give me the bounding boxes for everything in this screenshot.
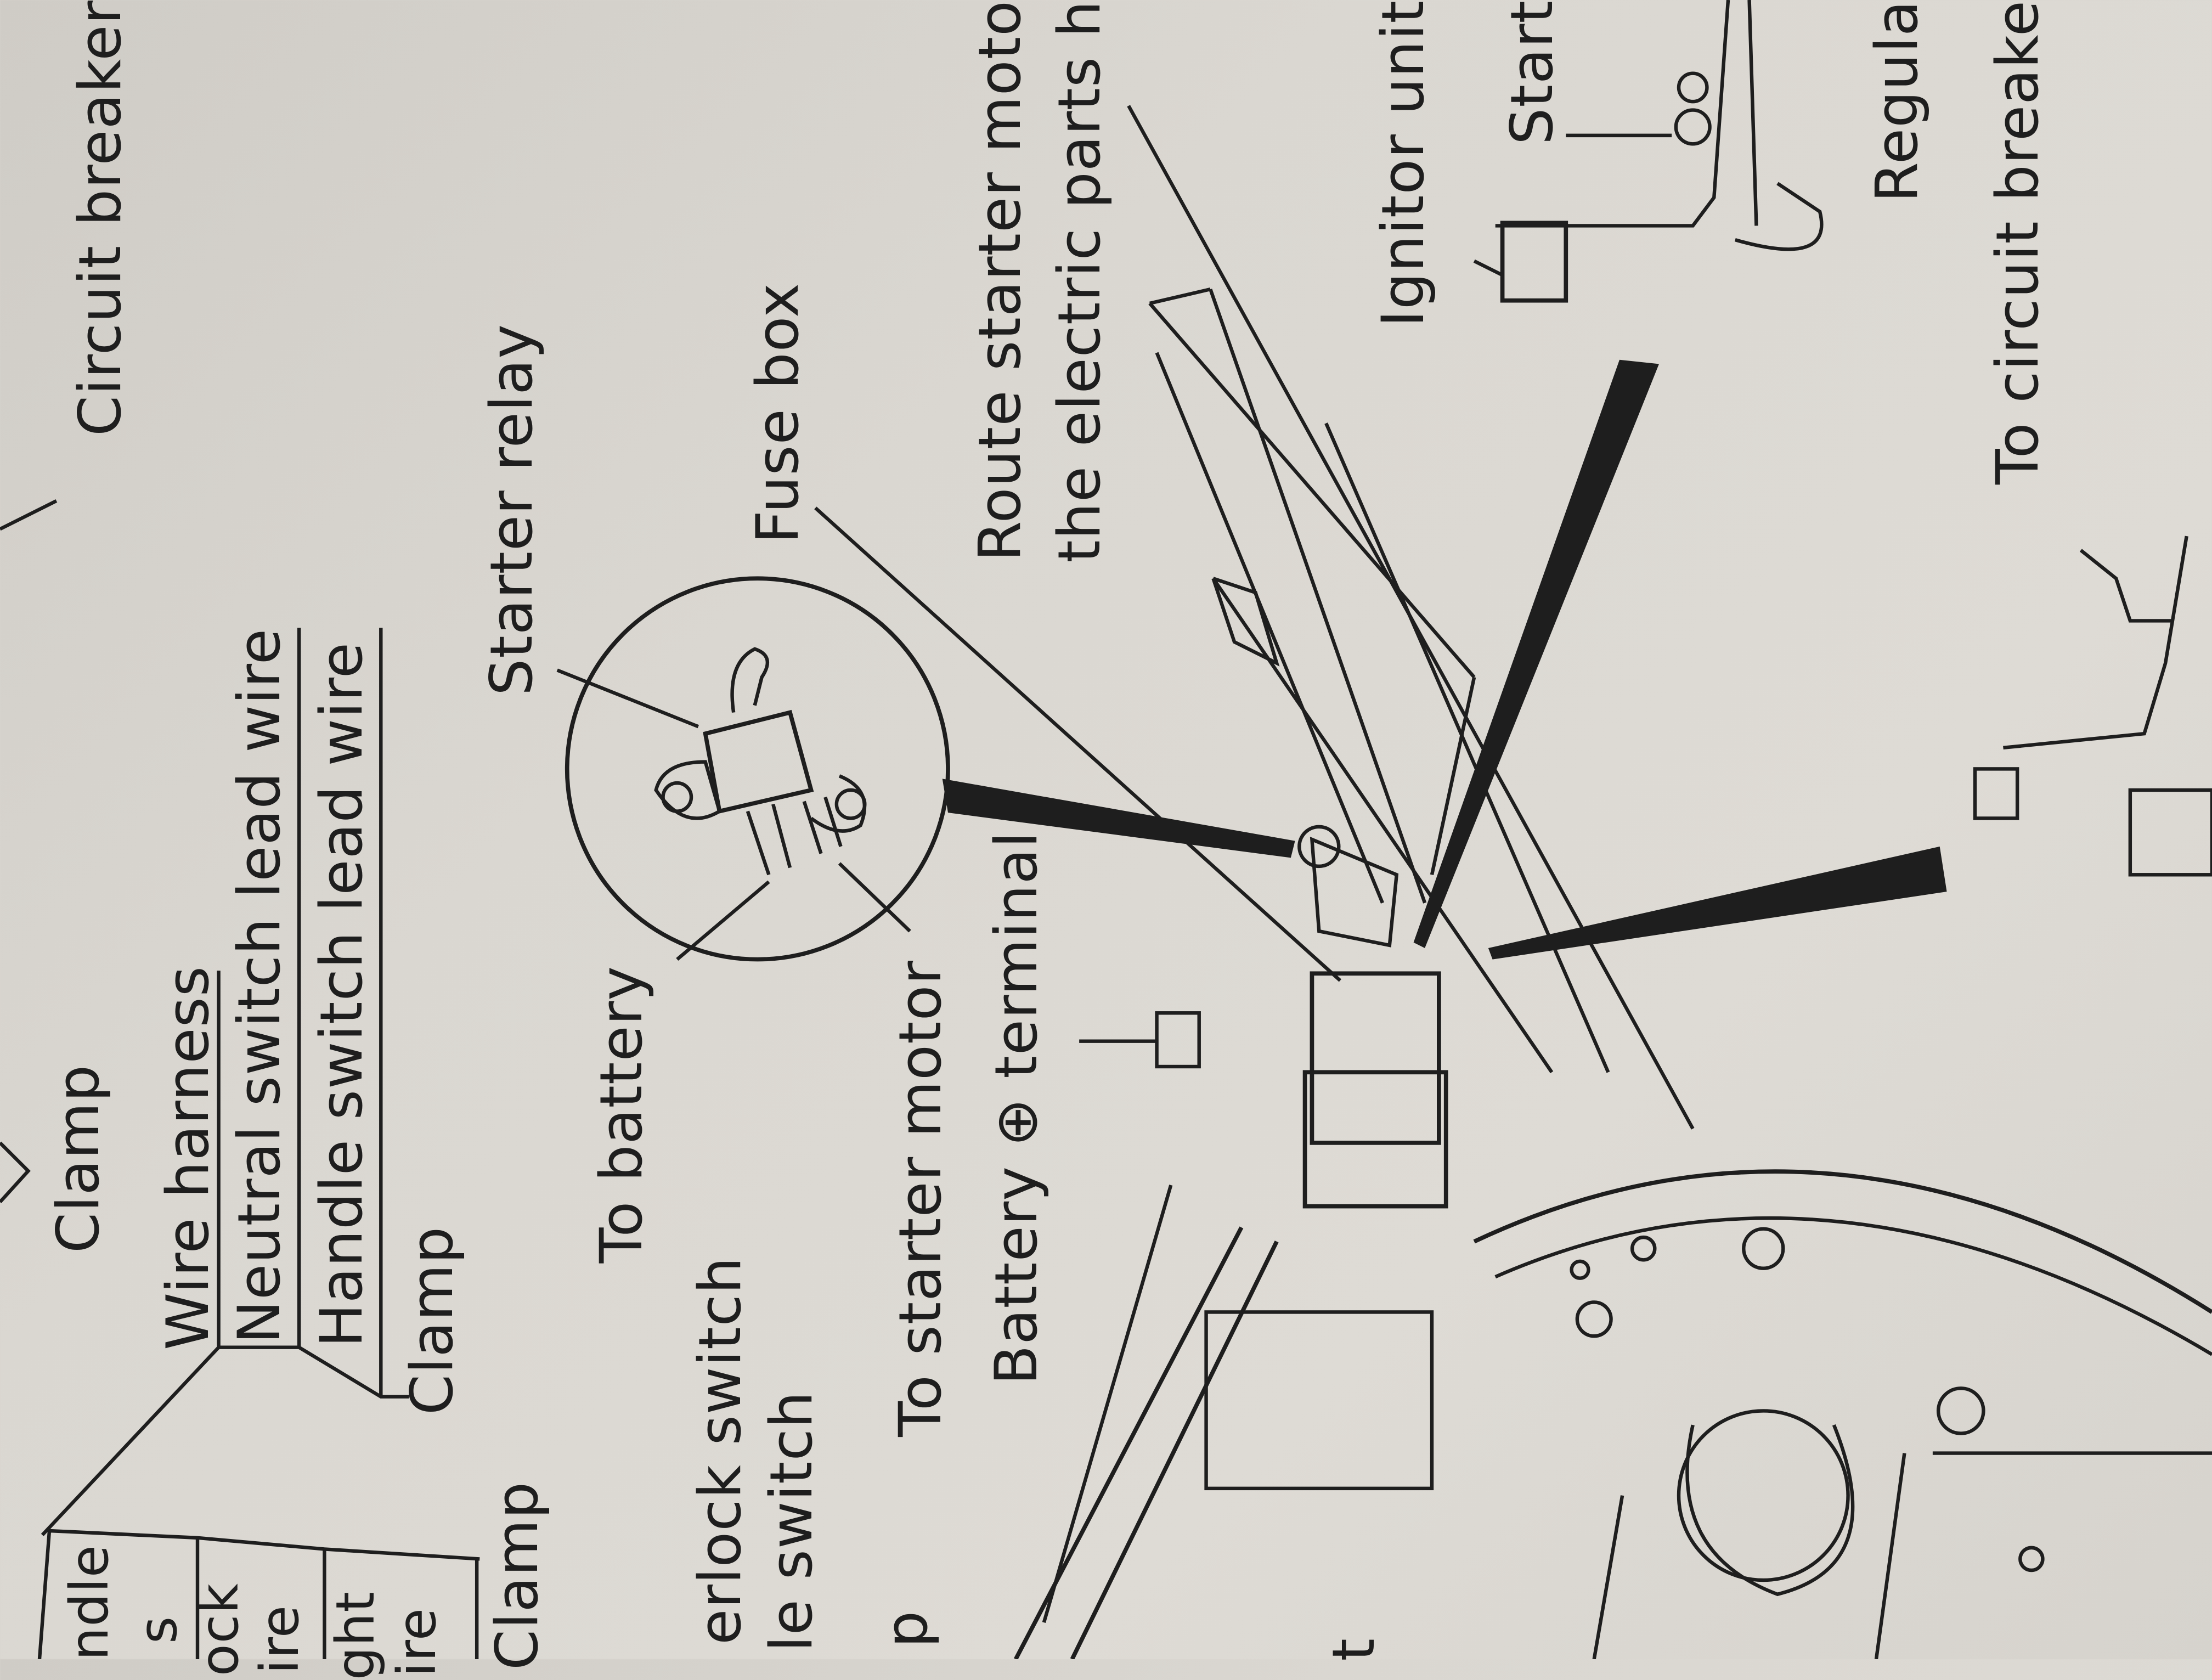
leader-line [0, 499, 58, 531]
table-row-text: ndle [59, 1544, 120, 1661]
label-fuse-box: Fuse box [744, 283, 811, 544]
label-to-circuit-breaker: To circuit breake [1984, 0, 2051, 484]
label-neutral-switch-lead-wire: Neutral switch lead wire [225, 628, 293, 1344]
label-to-starter-motor: To starter motor [887, 960, 954, 1437]
label-circuit-breaker: Circuit breaker [66, 0, 134, 436]
label-battery-terminal: Battery ⊕ terminal [983, 831, 1050, 1385]
label-partial-p: p [873, 1610, 940, 1648]
frame-arc [1473, 1169, 2212, 1314]
fuse-box-leader [814, 506, 1342, 982]
relay-detail-circle [565, 576, 950, 962]
fuse-pointer-wedge [1413, 359, 1659, 948]
label-route-line1: Route starter moto [966, 0, 1034, 562]
label-partial-t: t [1320, 1638, 1387, 1661]
circuit-pointer-wedge [1488, 846, 1947, 960]
table-row-text: ire [249, 1605, 311, 1675]
label-starter-partial: Start [1498, 0, 1566, 145]
table-row-text: ock [189, 1583, 250, 1677]
label-wire-harness: Wire harness [154, 966, 222, 1350]
starter-relay-detail-icon [654, 647, 867, 876]
label-interlock-switch-partial: erlock switch [686, 1256, 754, 1645]
label-starter-relay: Starter relay [478, 324, 545, 696]
ignitor-unit-box [1500, 221, 1568, 303]
label-regulator-partial: Regula [1863, 0, 1931, 202]
table-row-text: s [127, 1616, 189, 1644]
label-ignitor-unit: Ignitor unit [1369, 0, 1437, 328]
label-clamp-left: Clamp [483, 1481, 551, 1670]
label-clamp-top: Clamp [44, 1064, 112, 1253]
label-handle-switch-partial: le switch [758, 1391, 825, 1652]
label-clamp-mid: Clamp [398, 1226, 466, 1415]
chevron-mark [0, 1141, 31, 1204]
label-to-battery: To battery [588, 966, 655, 1264]
label-handle-switch-lead-wire: Handle switch lead wire [308, 642, 375, 1348]
bracket-line [41, 1345, 409, 1536]
table-row-text: ire [386, 1608, 448, 1677]
pointer-wedges [942, 359, 1947, 960]
relay-pointer-wedge [942, 779, 1295, 858]
label-route-line2: the electric parts h [1046, 0, 1113, 563]
table-row-text: ght [325, 1591, 386, 1680]
battery-box [1310, 971, 1441, 1145]
